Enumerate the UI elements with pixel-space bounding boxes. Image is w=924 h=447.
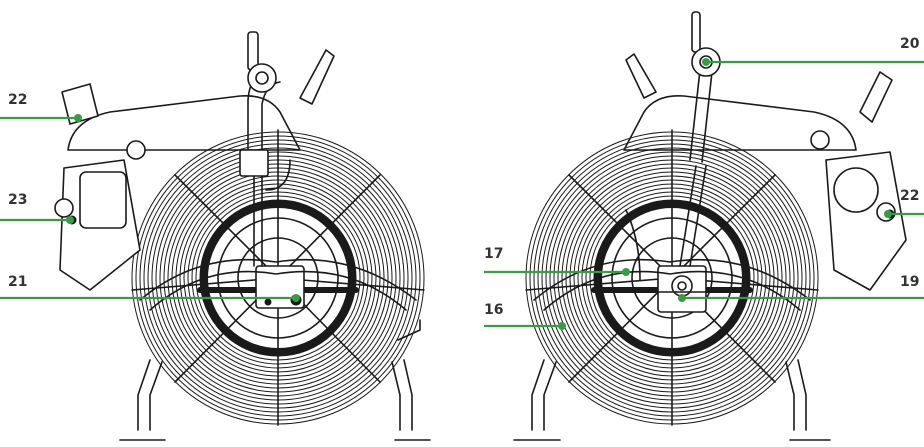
reel-front-view: [54, 31, 431, 441]
callout-label-20: 20: [900, 36, 920, 52]
stand-frame: [513, 258, 831, 441]
callout-label-23: 23: [8, 192, 27, 208]
callout-dots: [66, 58, 892, 330]
callout-label-17: 17: [484, 246, 503, 262]
callout-labels: 22 23 21 20 17 16 22 19: [8, 36, 920, 318]
side-plate: [67, 95, 301, 151]
callout-label-22-left: 22: [8, 92, 27, 108]
callout-label-16: 16: [484, 302, 503, 318]
reel-rear-view: [513, 11, 907, 441]
stand-frame: [119, 258, 431, 441]
callout-label-19: 19: [900, 274, 919, 290]
callout-label-21: 21: [8, 274, 27, 290]
handle-tube: [689, 69, 713, 163]
callout-leaders: [0, 60, 924, 328]
callout-label-22-right: 22: [900, 188, 919, 204]
